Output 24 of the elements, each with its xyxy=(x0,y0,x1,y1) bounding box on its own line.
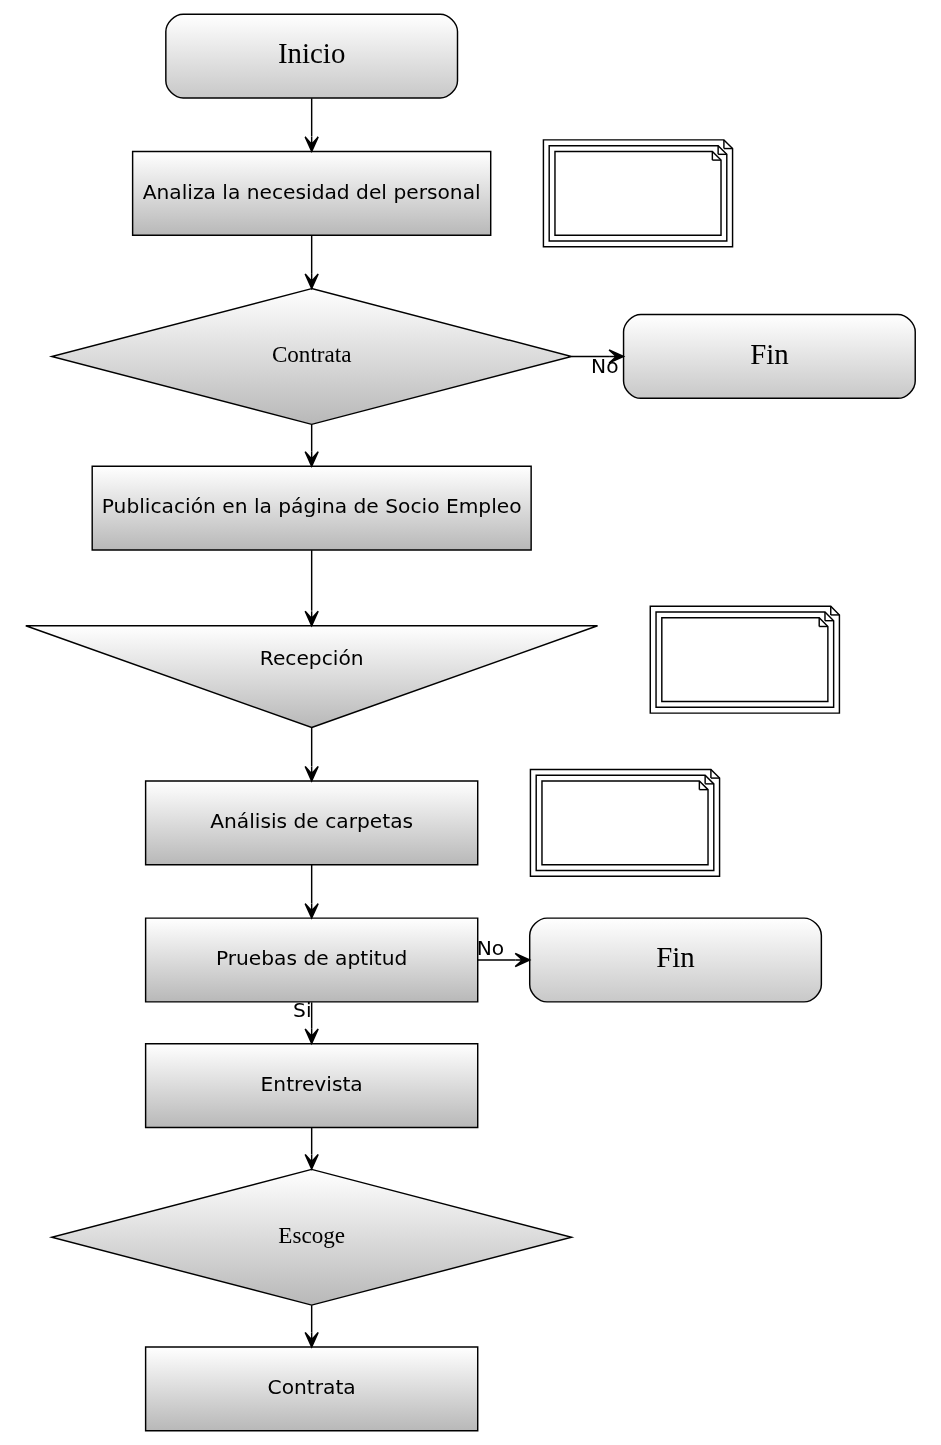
arrow xyxy=(304,1304,319,1348)
arrow xyxy=(571,349,625,364)
node-diamond: Escoge xyxy=(48,1168,575,1306)
edge-label: No xyxy=(591,353,619,378)
node-box: Pruebas de aptitud xyxy=(144,917,479,1003)
node-box: Fin xyxy=(529,917,823,1003)
node-box: Analiza la necesidad del personal xyxy=(131,150,492,236)
node-box: Contrata xyxy=(144,1346,479,1432)
node-box: Publicación en la página de Socio Empleo xyxy=(91,465,532,551)
arrow xyxy=(304,864,319,919)
arrow xyxy=(304,1127,319,1170)
arrow xyxy=(304,97,319,153)
edge-label: No xyxy=(476,935,505,960)
node-box: Inicio xyxy=(165,13,459,99)
arrow xyxy=(304,1001,319,1045)
node-box: Análisis de carpetas xyxy=(144,780,479,866)
arrow xyxy=(477,952,531,968)
node-box: Entrevista xyxy=(144,1043,479,1129)
arrow xyxy=(304,234,319,290)
arrow xyxy=(304,727,319,782)
node-box: Fin xyxy=(622,313,916,400)
node-diamond: Contrata xyxy=(48,287,575,426)
arrow xyxy=(304,423,319,467)
arrow xyxy=(304,549,319,627)
